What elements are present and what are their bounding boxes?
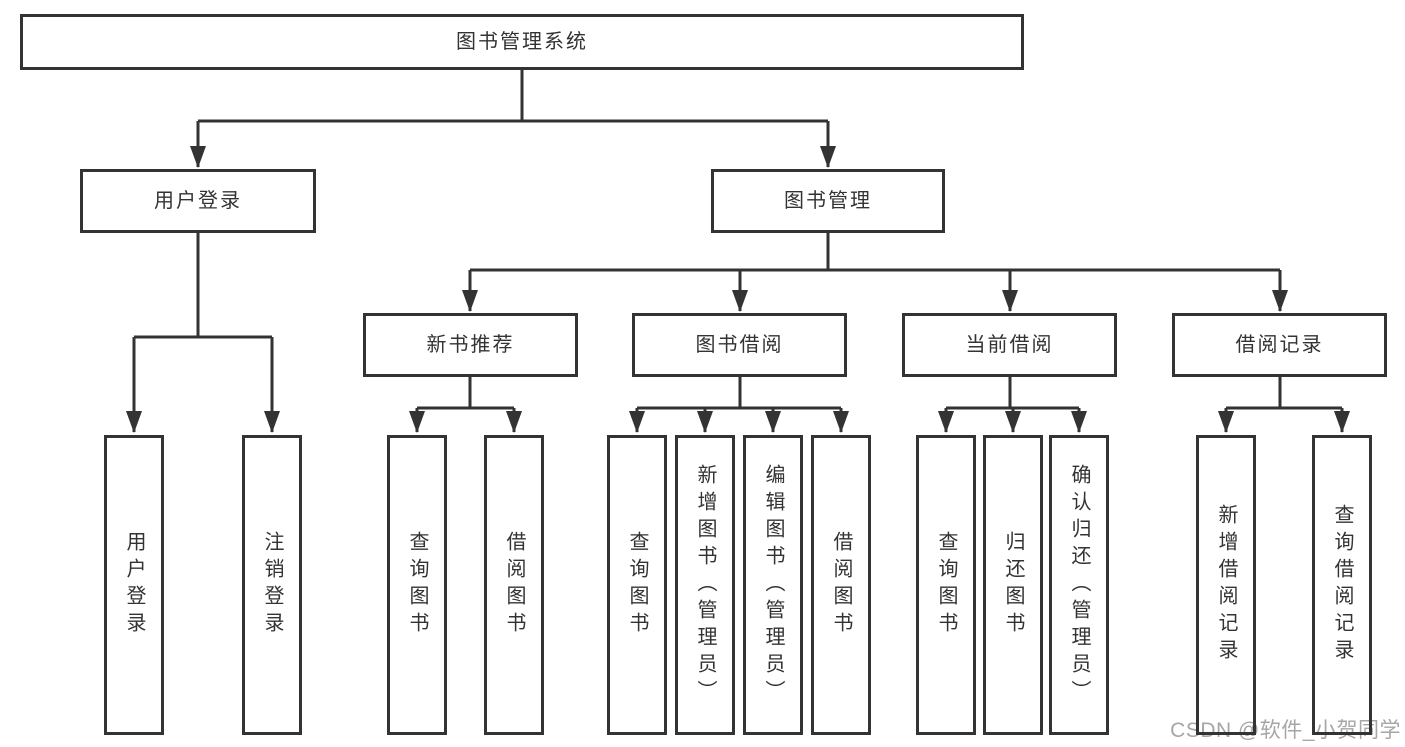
leaf-edit-books-admin: 编辑图书（管理员） xyxy=(743,435,803,735)
leaf-query-books-borrow-label: 查询图书 xyxy=(626,531,648,639)
leaf-query-borrow-record: 查询借阅记录 xyxy=(1312,435,1372,735)
node-borrowing-records-label: 借阅记录 xyxy=(1235,334,1324,356)
node-current-borrowing: 当前借阅 xyxy=(902,313,1117,377)
leaf-borrow-books-label: 借阅图书 xyxy=(830,531,852,639)
node-new-book-recommendation: 新书推荐 xyxy=(363,313,578,377)
leaf-query-books-recommend: 查询图书 xyxy=(387,435,447,735)
node-book-borrowing: 图书借阅 xyxy=(632,313,847,377)
leaf-query-books-current: 查询图书 xyxy=(916,435,976,735)
node-library-system-label: 图书管理系统 xyxy=(456,31,588,53)
leaf-borrow-books: 借阅图书 xyxy=(811,435,871,735)
node-book-borrowing-label: 图书借阅 xyxy=(695,334,784,356)
connector-skeleton xyxy=(134,70,1342,410)
leaf-confirm-return-admin-label: 确认归还（管理员） xyxy=(1068,463,1090,707)
leaf-query-books-current-label: 查询图书 xyxy=(935,531,957,639)
node-new-book-recommendation-label: 新书推荐 xyxy=(426,334,515,356)
leaf-add-books-admin-label: 新增图书（管理员） xyxy=(694,463,716,707)
node-user-login-label: 用户登录 xyxy=(154,190,242,212)
node-borrowing-records: 借阅记录 xyxy=(1172,313,1387,377)
leaf-user-login-label: 用户登录 xyxy=(123,531,145,639)
leaf-add-borrow-record: 新增借阅记录 xyxy=(1196,435,1256,735)
node-user-login: 用户登录 xyxy=(80,169,316,233)
leaf-logout: 注销登录 xyxy=(242,435,302,735)
node-book-management: 图书管理 xyxy=(711,169,945,233)
leaf-return-books: 归还图书 xyxy=(983,435,1043,735)
leaf-confirm-return-admin: 确认归还（管理员） xyxy=(1049,435,1109,735)
leaf-query-borrow-record-label: 查询借阅记录 xyxy=(1331,504,1353,666)
leaf-logout-label: 注销登录 xyxy=(261,531,283,639)
leaf-add-borrow-record-label: 新增借阅记录 xyxy=(1215,504,1237,666)
leaf-return-books-label: 归还图书 xyxy=(1002,531,1024,639)
leaf-user-login: 用户登录 xyxy=(104,435,164,735)
leaf-query-books-recommend-label: 查询图书 xyxy=(406,531,428,639)
leaf-add-books-admin: 新增图书（管理员） xyxy=(675,435,735,735)
node-current-borrowing-label: 当前借阅 xyxy=(965,334,1054,356)
leaf-edit-books-admin-label: 编辑图书（管理员） xyxy=(762,463,784,707)
node-book-management-label: 图书管理 xyxy=(784,190,872,212)
leaf-query-books-borrow: 查询图书 xyxy=(607,435,667,735)
leaf-borrow-books-recommend: 借阅图书 xyxy=(484,435,544,735)
leaf-borrow-books-recommend-label: 借阅图书 xyxy=(503,531,525,639)
node-library-system: 图书管理系统 xyxy=(20,14,1024,70)
